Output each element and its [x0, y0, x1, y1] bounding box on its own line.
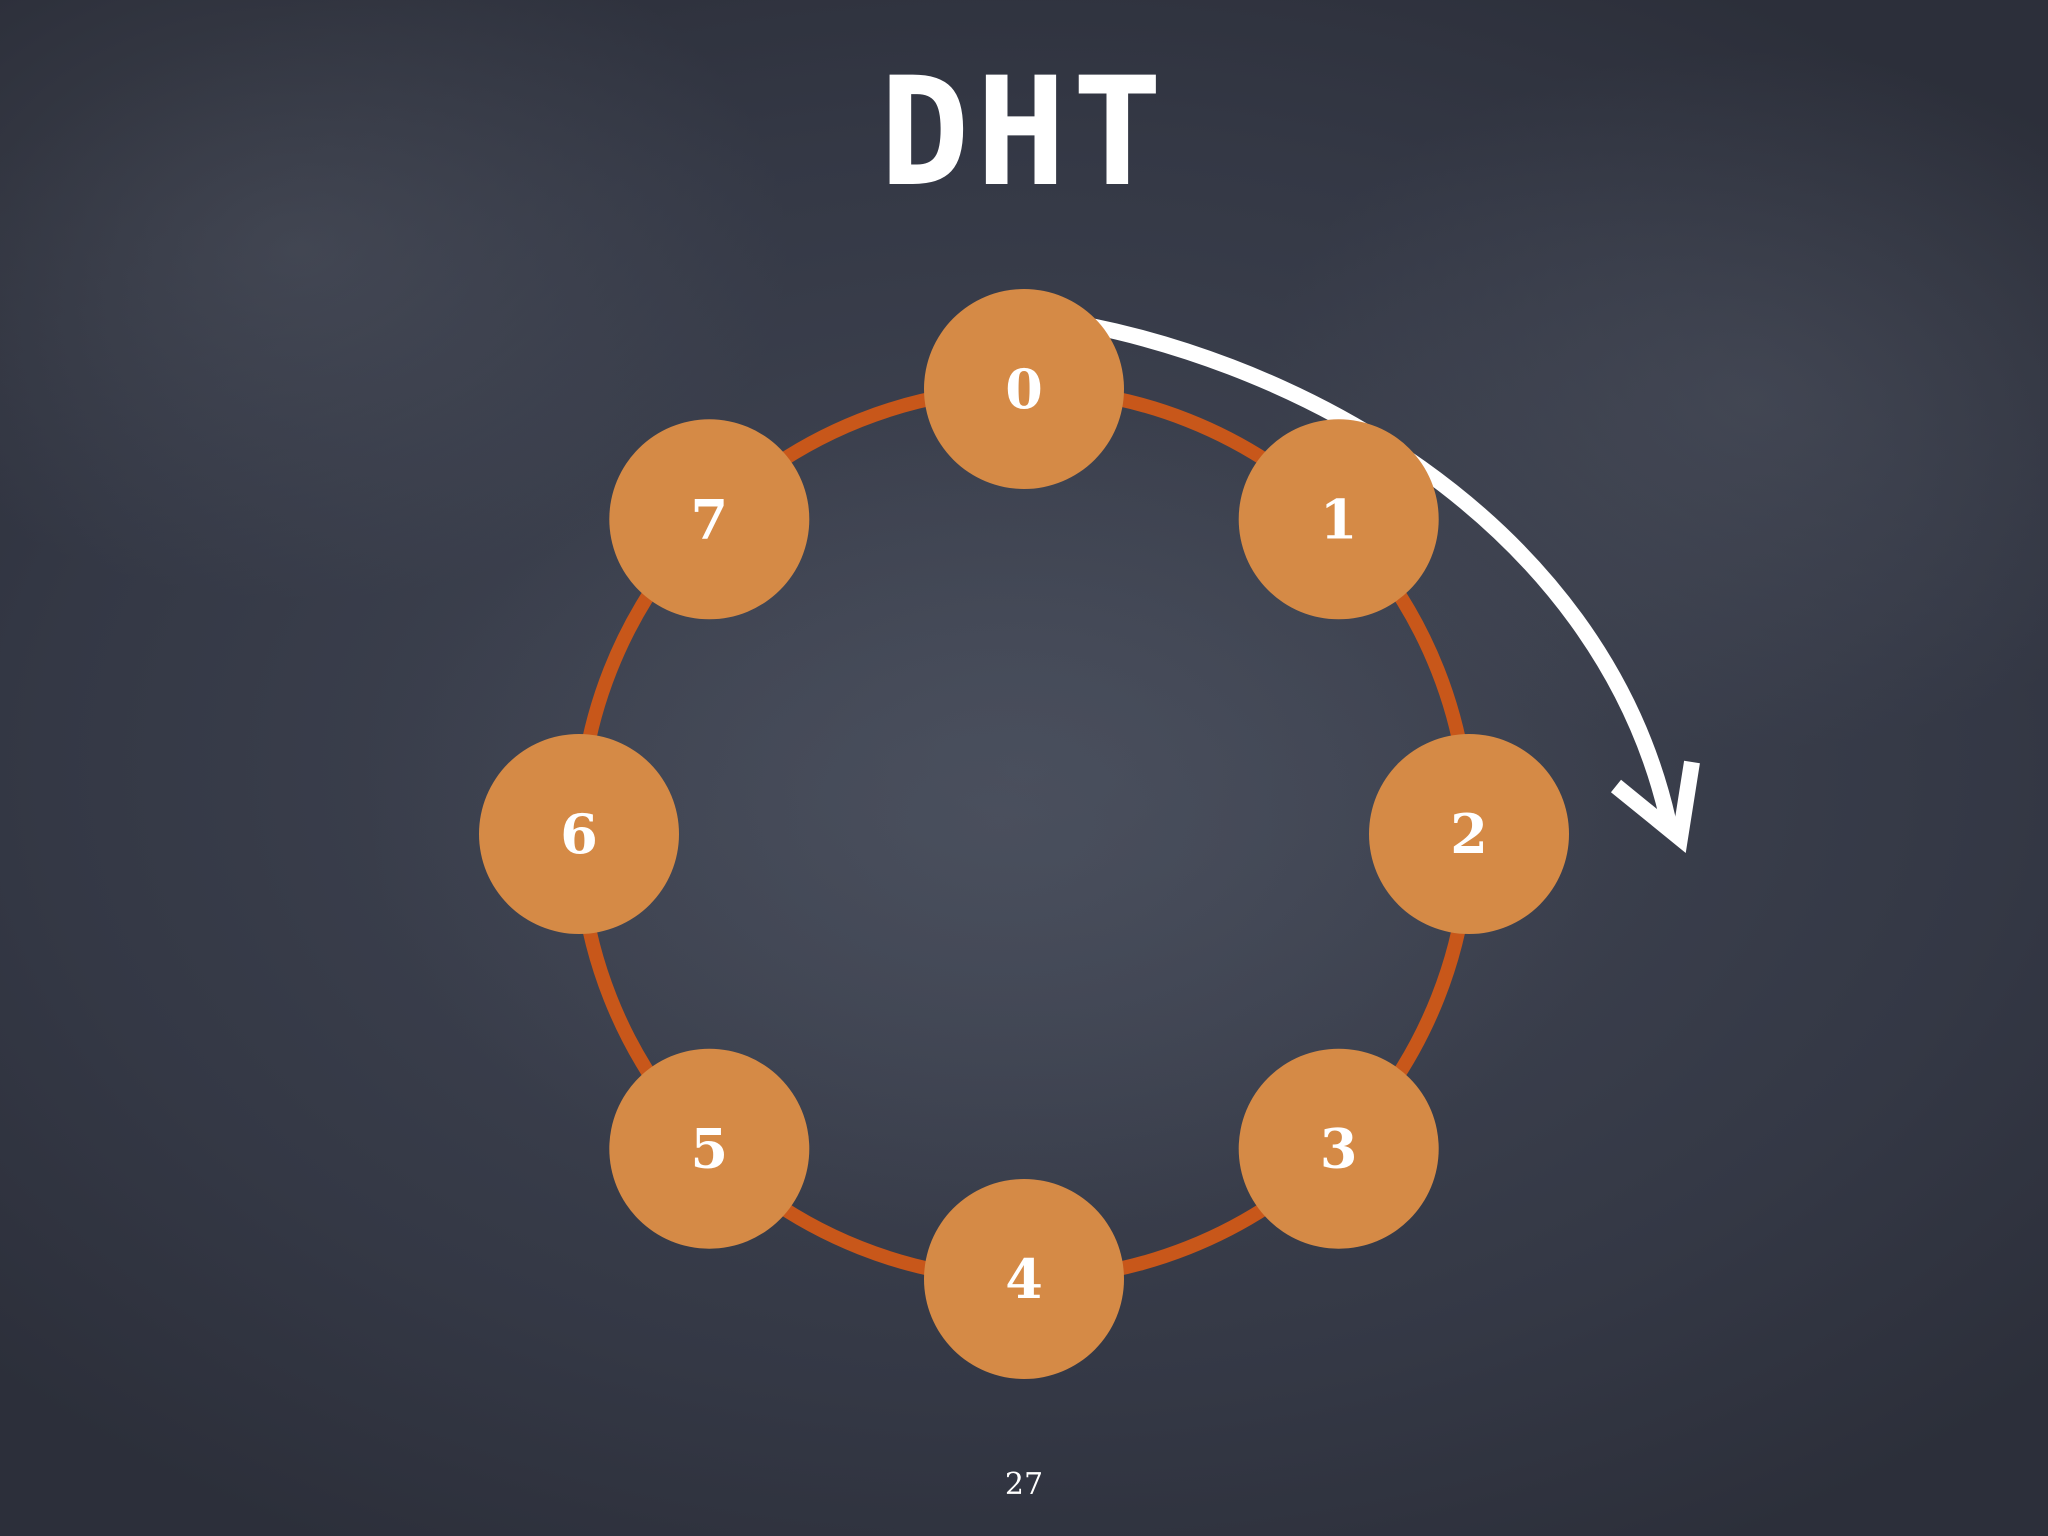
ring-node-circle [1369, 734, 1569, 934]
page-number: 27 [1004, 1467, 1044, 1502]
ring-node-label: 2 [1450, 802, 1488, 866]
ring-node-circle [1238, 419, 1439, 620]
ring-node-2: 2 [1369, 734, 1569, 934]
ring-node-circle [924, 289, 1124, 489]
ring-node-0: 0 [924, 289, 1124, 489]
ring-node-3: 3 [1238, 1048, 1439, 1249]
ring-node-5: 5 [609, 1048, 810, 1249]
ring-node-4: 4 [924, 1179, 1124, 1379]
ring-node-label: 4 [1005, 1247, 1043, 1311]
ring-node-label: 7 [691, 487, 729, 551]
ring-node-6: 6 [479, 734, 679, 934]
ring-nodes: 0 1 2 3 4 5 6 7 [479, 289, 1569, 1379]
ring-node-circle [609, 419, 810, 620]
ring-node-circle [609, 1048, 810, 1249]
ring-node-circle [479, 734, 679, 934]
ring-node-label: 6 [560, 802, 598, 866]
ring-node-label: 0 [1005, 357, 1043, 421]
ring-node-1: 1 [1238, 419, 1439, 620]
ring-node-circle [924, 1179, 1124, 1379]
ring-node-circle [1238, 1048, 1439, 1249]
ring-node-7: 7 [609, 419, 810, 620]
ring-node-label: 3 [1320, 1117, 1358, 1181]
arrowhead-icon [1610, 760, 1700, 853]
slide-title: DHT [879, 46, 1169, 220]
ring-node-label: 1 [1320, 487, 1358, 551]
ring-node-label: 5 [691, 1117, 729, 1181]
